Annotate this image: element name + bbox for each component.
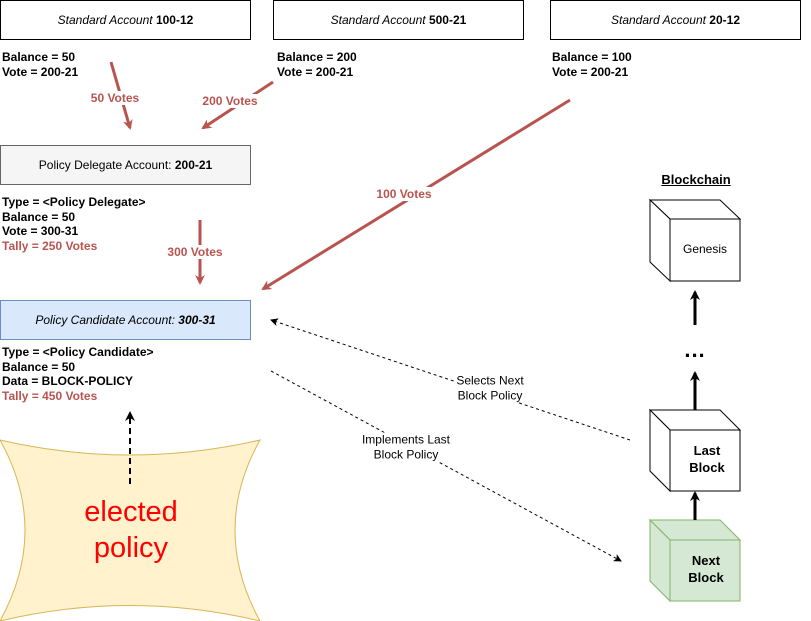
blockchain-title: Blockchain (661, 172, 731, 187)
delegate-id: 200-21 (174, 158, 213, 172)
delegate-attributes: Type = <Policy Delegate> Balance = 50 Vo… (2, 195, 146, 253)
vote-line: Vote = 300-31 (2, 224, 79, 238)
next-block-label: Next Block (688, 553, 724, 585)
account-20-12-attributes: Balance = 100 Vote = 200-21 (552, 50, 632, 79)
vote-label-200: 200 Votes (201, 94, 259, 108)
account-id: 20-12 (709, 13, 740, 27)
account-prefix: Standard Account (57, 13, 153, 27)
vote-line: Vote = 200-21 (552, 64, 629, 79)
genesis-block (648, 198, 742, 283)
implements-last-label: Implements Last Block Policy (360, 432, 452, 462)
policy-candidate-account: Policy Candidate Account: 300-31 (0, 300, 251, 340)
vote-line: Vote = 200-21 (277, 64, 354, 79)
account-prefix: Standard Account (330, 13, 426, 27)
vote-label-300: 300 Votes (166, 245, 224, 259)
policy-delegate-account: Policy Delegate Account: 200-21 (0, 145, 251, 185)
selects-next-label: Selects Next Block Policy (455, 373, 525, 403)
balance-line: Balance = 200 (277, 50, 357, 64)
chain-ellipsis: ... (684, 337, 706, 362)
implements-link (270, 370, 622, 562)
last-block (648, 408, 742, 493)
type-line: Type = <Policy Candidate> (2, 345, 154, 359)
balance-line: Balance = 100 (552, 50, 632, 64)
vote-label-50: 50 Votes (89, 91, 141, 105)
delegate-prefix: Policy Delegate Account: (38, 158, 172, 172)
tally-line: Tally = 450 Votes (2, 388, 98, 403)
candidate-attributes: Type = <Policy Candidate> Balance = 50 D… (2, 345, 154, 403)
elected-policy-star (0, 439, 261, 621)
standard-account-20-12: Standard Account 20-12 (550, 0, 801, 40)
account-100-12-attributes: Balance = 50 Vote = 200-21 (2, 50, 78, 79)
type-line: Type = <Policy Delegate> (2, 195, 146, 209)
account-id: 500-21 (428, 13, 467, 27)
candidate-prefix: Policy Candidate Account: (35, 313, 175, 327)
genesis-label: Genesis (682, 242, 728, 256)
candidate-id: 300-31 (178, 313, 216, 327)
last-block-label: Last Block (689, 443, 725, 475)
account-id: 100-12 (155, 13, 194, 27)
data-line: Data = BLOCK-POLICY (2, 374, 134, 388)
standard-account-500-21: Standard Account 500-21 (273, 0, 524, 40)
balance-line: Balance = 50 (2, 50, 76, 64)
vote-label-100: 100 Votes (375, 187, 433, 201)
balance-line: Balance = 50 (2, 359, 76, 374)
balance-line: Balance = 50 (2, 209, 76, 224)
next-block (648, 518, 742, 603)
standard-account-100-12: Standard Account 100-12 (0, 0, 251, 40)
elected-policy-label: elected policy (84, 496, 178, 564)
selects-link (270, 318, 631, 441)
account-prefix: Standard Account (611, 13, 706, 27)
vote-line: Vote = 200-21 (2, 64, 79, 79)
account-500-21-attributes: Balance = 200 Vote = 200-21 (277, 50, 357, 79)
tally-line: Tally = 250 Votes (2, 238, 98, 253)
